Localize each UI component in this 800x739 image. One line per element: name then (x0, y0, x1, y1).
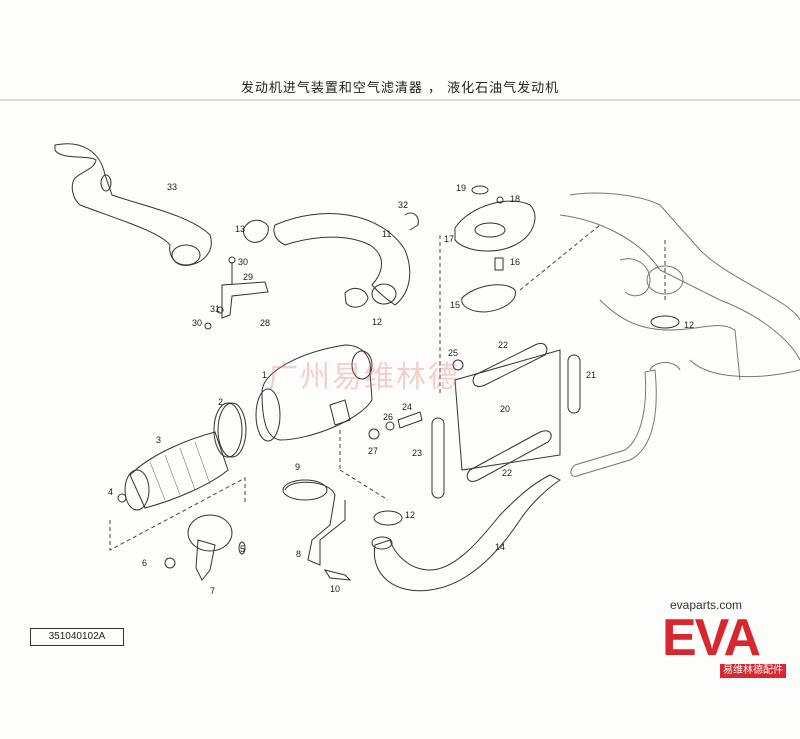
callout-12a: 12 (372, 317, 382, 327)
callout-19: 19 (456, 183, 466, 193)
callout-9: 9 (295, 462, 300, 472)
callout-13: 13 (235, 224, 245, 234)
part-21-tube (567, 354, 581, 414)
callout-12c: 12 (684, 320, 694, 330)
callout-8: 8 (296, 549, 301, 559)
callout-16: 16 (510, 257, 520, 267)
callout-24: 24 (402, 402, 412, 412)
callout-15: 15 (450, 300, 460, 310)
part-23-tube (431, 417, 445, 499)
part-6-clip (164, 557, 176, 569)
callout-5: 5 (240, 544, 245, 554)
part-22-hose-a (472, 342, 548, 388)
part-1-housing (261, 344, 373, 441)
part-27-nut (368, 428, 380, 440)
part-15-plate (461, 284, 516, 313)
brand-url[interactable]: evaparts.com (670, 598, 743, 612)
callout-21: 21 (586, 370, 596, 380)
callout-31: 31 (210, 304, 220, 314)
callout-14: 14 (495, 542, 505, 552)
callout-30b: 30 (192, 318, 202, 328)
part-12-clamp-b (373, 510, 403, 526)
part-14-hose (373, 474, 561, 592)
diagram-title: 发动机进气装置和空气滤清器 ， 液化石油气发动机 (240, 81, 560, 96)
callout-4: 4 (108, 487, 113, 497)
callout-22a: 22 (498, 340, 508, 350)
part-8-bracket (284, 481, 346, 566)
part-9-strap (282, 479, 328, 501)
part-4-nut (117, 493, 127, 503)
part-16-sleeve (494, 257, 504, 271)
callout-26: 26 (383, 412, 393, 422)
part-28-bracket (221, 281, 269, 319)
part-18-screw (496, 196, 504, 204)
callout-28: 28 (260, 318, 270, 328)
callout-18: 18 (510, 194, 520, 204)
callout-6: 6 (142, 558, 147, 568)
callout-30a: 30 (238, 257, 248, 267)
part-22-hose-b (466, 430, 552, 482)
brand-logo: EVA (662, 609, 761, 667)
part-24-fitting (397, 411, 423, 429)
callout-12b: 12 (405, 510, 415, 520)
part-19-cap (471, 185, 489, 195)
callout-32: 32 (398, 200, 408, 210)
drawing-number: 351040102A (30, 628, 124, 646)
callout-23: 23 (412, 448, 422, 458)
brand-subtitle: 易维林德配件 (720, 664, 786, 678)
part-11-hose (273, 213, 411, 306)
part-12-clamp-a (344, 287, 369, 308)
part-12-clamp-c (650, 315, 680, 329)
part-33-hose (54, 143, 212, 266)
callout-33: 33 (167, 182, 177, 192)
callout-10: 10 (330, 584, 340, 594)
part-2-ring (213, 402, 243, 458)
part-3-filter (129, 431, 229, 509)
callout-25: 25 (448, 348, 458, 358)
callout-29: 29 (243, 272, 253, 282)
part-7-valve (195, 539, 216, 581)
callout-1: 1 (262, 370, 267, 380)
part-17-housing (454, 200, 536, 252)
callout-27: 27 (368, 446, 378, 456)
callout-2: 2 (218, 397, 223, 407)
callout-22b: 22 (502, 468, 512, 478)
callout-17: 17 (444, 234, 454, 244)
part-5-cover (187, 514, 233, 552)
part-13-clamp (243, 219, 269, 243)
callout-20: 20 (500, 404, 510, 414)
callout-7: 7 (210, 586, 215, 596)
callout-layer: 33 13 32 11 30 29 31 30 28 12 1 2 3 4 5 … (108, 182, 694, 596)
callout-11: 11 (382, 229, 391, 239)
callout-3: 3 (156, 435, 161, 445)
part-10-bolt (323, 569, 352, 581)
part-32-clip (404, 212, 419, 231)
watermark-text: 广州易维林德 (268, 360, 460, 395)
part-26-washer (385, 421, 395, 431)
part-25-screw (452, 359, 464, 371)
part-20-panel (454, 349, 561, 471)
